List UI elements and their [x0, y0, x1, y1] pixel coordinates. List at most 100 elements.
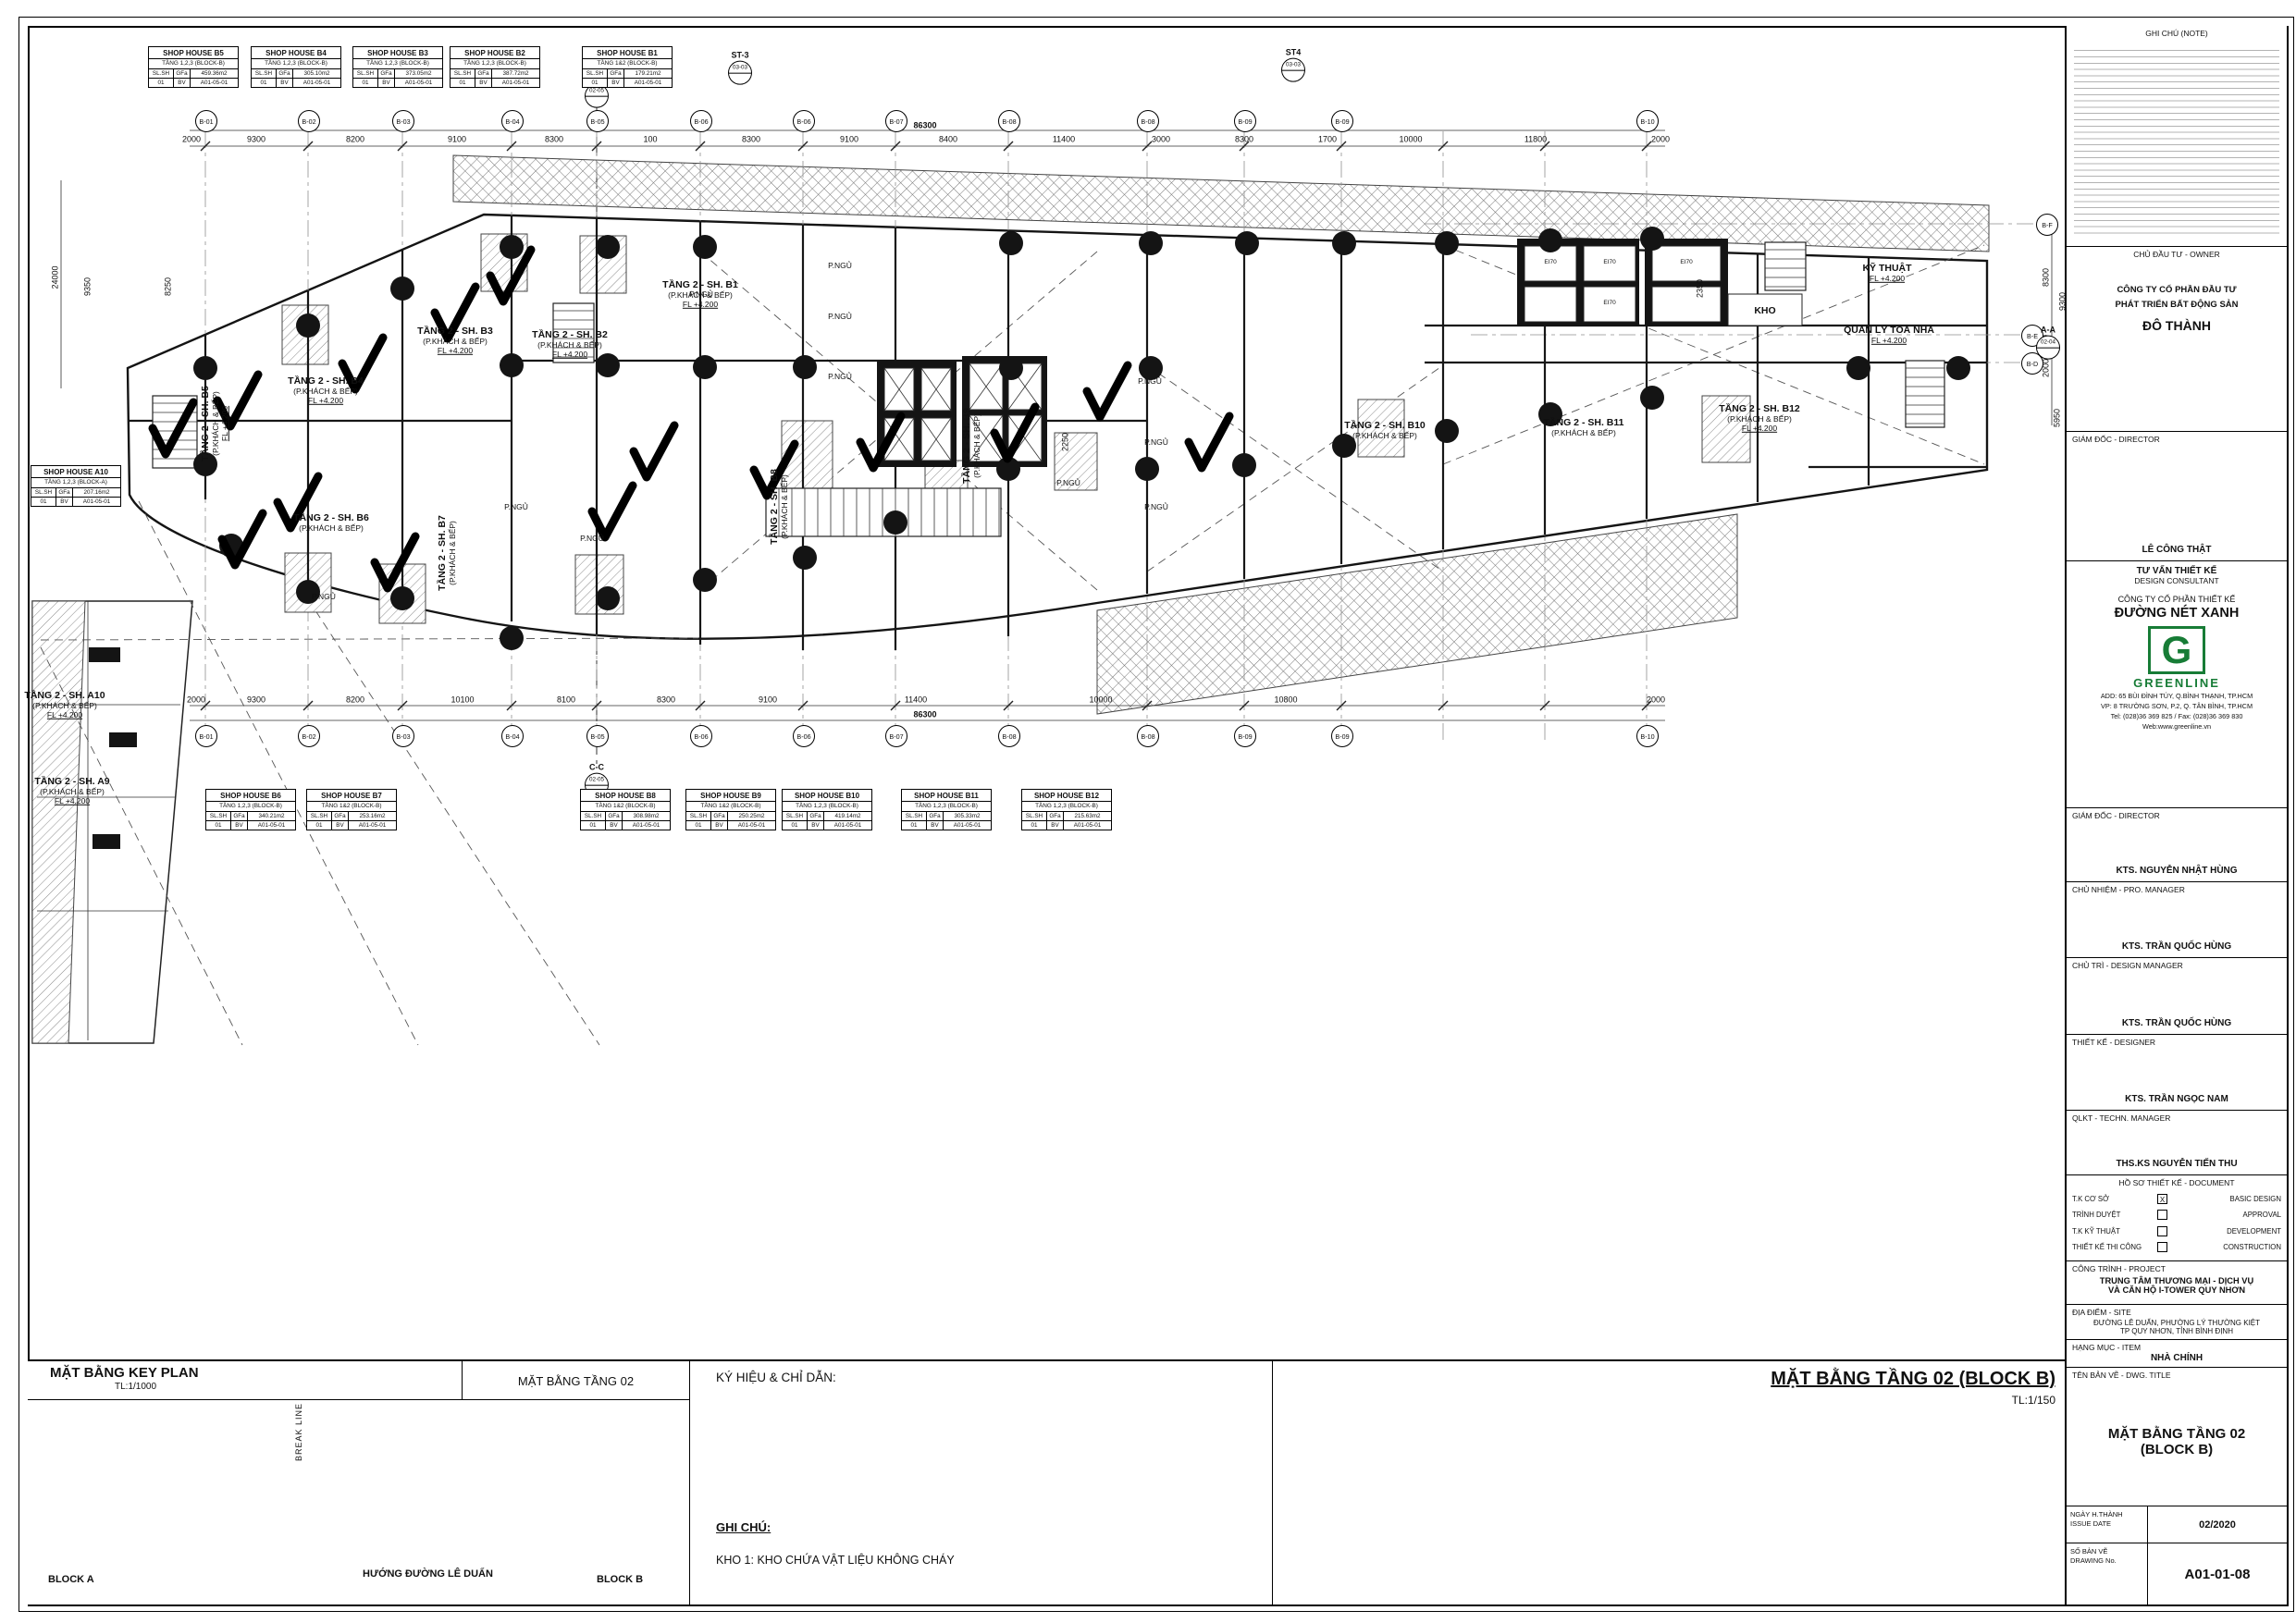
- shop-house-cell: SL.SH: [252, 68, 276, 78]
- dim-tick: [1438, 141, 1449, 152]
- shop-house-floors: TẦNG 1&2 (BLOCK-B): [581, 801, 670, 810]
- bedroom-label: P.NGỦ: [580, 533, 604, 543]
- shop-house-cell: A01-05-01: [943, 819, 991, 830]
- keyplan-header: MẶT BẰNG KEY PLAN TL:1/1000: [28, 1361, 463, 1400]
- unit-subtitle: FL +4.200: [1870, 336, 1907, 346]
- grid-bubble: B-08: [1137, 725, 1159, 747]
- shop-house-cell: 01: [583, 77, 607, 87]
- shop-house-cell: SL.SH: [581, 810, 605, 820]
- unit-subtitle: FL +4.200: [682, 300, 719, 310]
- core-shaft: [89, 647, 120, 662]
- elevator-cell: [1651, 245, 1722, 282]
- unit-name: TẦNG 2 - SH. B12: [1719, 402, 1800, 414]
- project-manager-name: KTS. TRẦN QUỐC HÙNG: [2121, 941, 2232, 952]
- dim-tick: [695, 700, 706, 711]
- grid-bubble: B-07: [885, 725, 907, 747]
- design-manager-header: CHỦ TRÌ - DESIGN MANAGER: [2072, 961, 2183, 970]
- check-mark: [990, 402, 1040, 463]
- column: [1332, 434, 1356, 458]
- owner-director-header: GIÁM ĐỐC - DIRECTOR: [2072, 435, 2160, 444]
- unit-subtitle: FL +4.200: [437, 346, 474, 356]
- dim-label: 2000: [1650, 134, 1671, 144]
- doc-checkbox: X: [2157, 1193, 2167, 1204]
- shop-house-name: SHOP HOUSE B7: [321, 791, 382, 800]
- dim-tick: [397, 700, 408, 711]
- dim-tick: [506, 141, 517, 152]
- project-name-line2: VÀ CĂN HỘ I-TOWER QUY NHƠN: [2107, 1285, 2246, 1295]
- issue-date-header: NGÀY H.THÀNH ISSUE DATE: [2067, 1506, 2148, 1543]
- unit-name: TẦNG 2 - SH. B5: [199, 386, 211, 461]
- column: [1235, 231, 1259, 255]
- column: [693, 568, 717, 592]
- shop-house-cell: 253.16m2: [348, 810, 396, 820]
- block-a-wing-walls: [37, 601, 180, 1040]
- block-a-wing-hatch: [31, 600, 86, 1044]
- unit-subtitle: (P.KHÁCH & BẾP): [32, 701, 97, 711]
- shop-house-name: SHOP HOUSE B9: [700, 791, 761, 800]
- dim-tick: [1336, 700, 1347, 711]
- column: [883, 510, 907, 535]
- shop-house-name: SHOP HOUSE B1: [597, 48, 658, 57]
- grid-bubble: B-04: [501, 110, 524, 132]
- sheet-outer-border: [19, 17, 2294, 1612]
- site-address-line1: ĐƯỜNG LÊ DUẨN, PHƯỜNG LÝ THƯỜNG KIỆT: [2092, 1319, 2261, 1327]
- shop-house-cell: SL.SH: [206, 810, 230, 820]
- designer-name: KTS. TRẦN NGỌC NAM: [2125, 1094, 2228, 1104]
- issue-date-value: 02/2020: [2199, 1518, 2236, 1531]
- shop-house-cell: 01: [581, 819, 605, 830]
- owner-company-name: ĐÔ THÀNH: [2142, 318, 2211, 333]
- item-section: HẠNG MỤC - ITEM NHÀ CHÍNH: [2067, 1339, 2287, 1367]
- elevator-cross: [920, 417, 952, 461]
- column: [193, 356, 217, 380]
- generated-geometry: [89, 131, 2040, 849]
- consultant-header-en: DESIGN CONSULTANT: [2134, 576, 2219, 585]
- owner-section: CHỦ ĐẦU TƯ - OWNER CÔNG TY CỔ PHẦN ĐẦU T…: [2067, 246, 2287, 431]
- elevator-cell: [1651, 286, 1722, 323]
- column: [1139, 356, 1163, 380]
- shop-house-cell: BV: [230, 819, 247, 830]
- main-title: MẶT BẰNG TẦNG 02 (BLOCK B): [1771, 1369, 2055, 1389]
- elevator-cell: [1727, 293, 1803, 326]
- consultant-company-name: ĐƯỜNG NÉT XANH: [2114, 606, 2240, 621]
- unit-subtitle: (P.KHÁCH & BẾP): [448, 521, 458, 585]
- shop-house-cell: BV: [331, 819, 348, 830]
- unit-subtitle: (P.KHÁCH & BẾP): [1551, 428, 1616, 438]
- shop-house-cell: GFa: [276, 68, 292, 78]
- unit-name: TẦNG 2 - SH. B8: [768, 469, 780, 545]
- shop-house-cell: A01-05-01: [622, 819, 670, 830]
- shop-house-cell: BV: [173, 77, 190, 88]
- shop-house-cell: 01: [1022, 819, 1046, 830]
- doc-checkbox: [2157, 1225, 2167, 1236]
- check-mark: [629, 421, 679, 482]
- shop-house-cell: A01-05-01: [247, 819, 295, 830]
- dim-label: 9100: [447, 134, 467, 144]
- hatched-band-top: [452, 154, 1990, 252]
- dim-label: 8300: [656, 695, 676, 705]
- block-b-label: BLOCK B: [597, 1574, 644, 1585]
- drawing-title-header: TÊN BẢN VẼ - DWG. TITLE: [2072, 1371, 2171, 1380]
- shop-house-floors: TẦNG 1&2 (BLOCK-B): [307, 801, 396, 810]
- dim-label: 8300: [544, 134, 564, 144]
- bedroom-label: P.NGỦ: [504, 501, 528, 511]
- shop-house-cell: GFa: [475, 68, 491, 78]
- shop-house-cell: 179.21m2: [623, 68, 672, 78]
- shop-house-name: SHOP HOUSE B6: [220, 791, 281, 800]
- section-marker-label: ST-3: [731, 50, 749, 60]
- unit-subtitle: (P.KHÁCH & BẾP): [668, 290, 733, 301]
- shop-house-cell: 01: [686, 819, 710, 830]
- shop-house-name: SHOP HOUSE B10: [794, 791, 860, 800]
- elevator-cross: [920, 367, 952, 412]
- dim-label: 1700: [1317, 134, 1338, 144]
- column: [1435, 231, 1459, 255]
- section-marker-circle: 03-03: [1281, 57, 1305, 82]
- project-manager-section: CHỦ NHIỆM - PRO. MANAGER KTS. TRẦN QUỐC …: [2067, 881, 2287, 957]
- dim-label: 11400: [904, 695, 928, 705]
- dim-label: 2250: [1060, 432, 1070, 452]
